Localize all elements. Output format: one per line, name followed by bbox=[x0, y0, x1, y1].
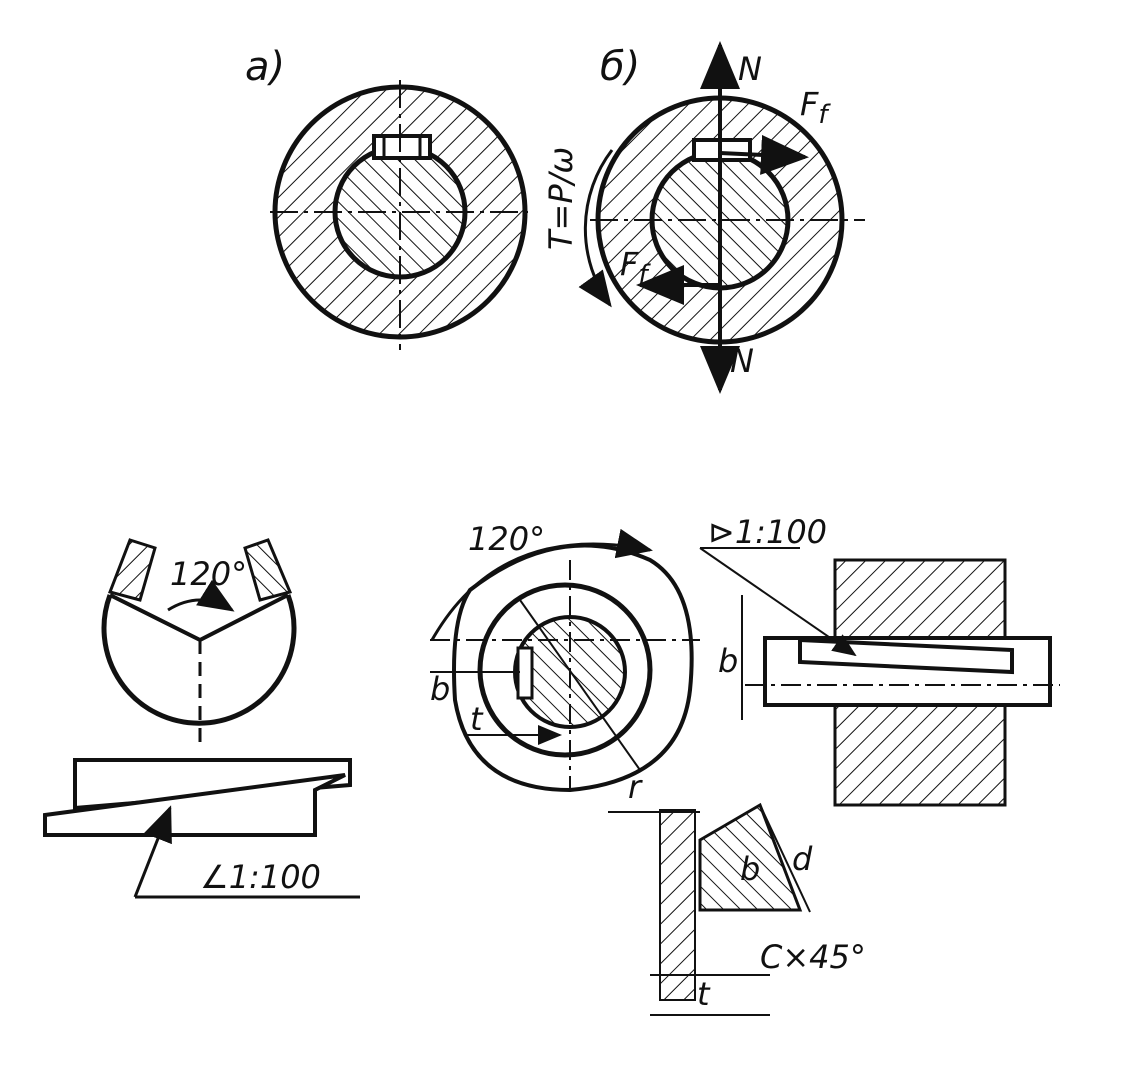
detail-key-section bbox=[698, 802, 803, 912]
chamfer-label: C×45° bbox=[760, 938, 866, 976]
dim-d-detail-label: d bbox=[792, 840, 813, 878]
figure-b-force-diagram: б) N N Ff Ff T=P/ω bbox=[542, 41, 865, 394]
dim-b-detail-label: b bbox=[740, 850, 760, 888]
figure-a-hub-section: а) bbox=[245, 44, 532, 350]
key-tip-left bbox=[108, 538, 157, 602]
normal-force-bottom-label: N bbox=[730, 342, 754, 380]
torque-arc-arrow bbox=[578, 149, 614, 308]
taper-right-label: ⊳1:100 bbox=[708, 513, 827, 551]
angle-left-label: 120° bbox=[170, 555, 247, 593]
friction-force-top-arrow bbox=[719, 134, 809, 175]
tapered-key-base bbox=[43, 773, 346, 837]
segment-key-view: 120° ∠1:100 bbox=[43, 538, 360, 899]
hub-section-top bbox=[833, 558, 1007, 640]
keyway-detail: b d C×45° t bbox=[608, 802, 866, 1016]
tapered-key-top bbox=[73, 758, 352, 811]
friction-top-label: Ff bbox=[800, 85, 831, 130]
torque-label: T=P/ω bbox=[542, 147, 580, 250]
detail-hub-wall bbox=[659, 809, 696, 1001]
tapered-key-hub-view: 120° b t r bbox=[430, 520, 700, 806]
key-rect bbox=[372, 134, 432, 160]
figure-a-label: а) bbox=[245, 44, 285, 90]
dim-t-detail-label: t bbox=[697, 975, 711, 1013]
segment-key-arc bbox=[101, 594, 297, 726]
angle-arc bbox=[167, 579, 235, 612]
dim-t-left-label: t bbox=[470, 700, 484, 738]
longitudinal-section: ⊳1:100 b bbox=[699, 513, 1060, 807]
dim-r-label: r bbox=[628, 768, 643, 806]
key-tip-right bbox=[243, 538, 293, 602]
dim-b-right-label: b bbox=[718, 642, 738, 680]
figure-b-label: б) bbox=[600, 44, 640, 90]
hub-section-bottom bbox=[833, 703, 1007, 807]
angle-middle-label: 120° bbox=[468, 520, 545, 558]
hub-bore-circle bbox=[477, 582, 653, 758]
dim-b-left-label: b bbox=[430, 670, 450, 708]
taper-left-label: ∠1:100 bbox=[200, 858, 321, 896]
hub-outline bbox=[452, 543, 694, 793]
normal-force-top-label: N bbox=[738, 50, 762, 88]
